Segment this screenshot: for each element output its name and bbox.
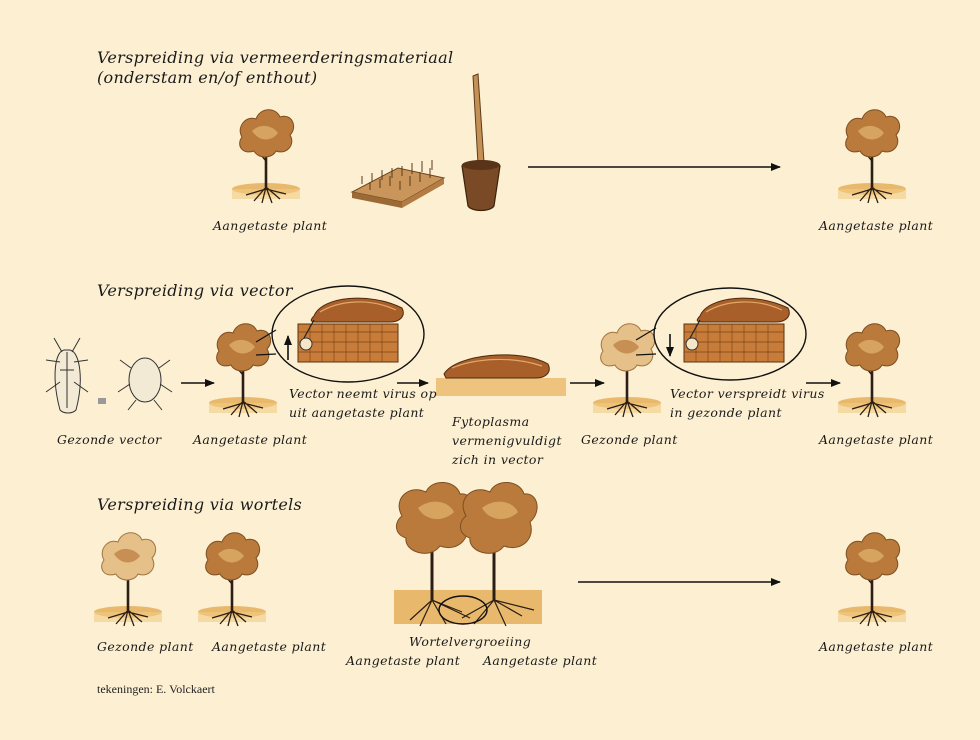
result-plant-illustration-2 [836, 322, 908, 419]
vector-result-label: Aangetaste plant [819, 432, 934, 447]
roots-heading: Verspreiding via wortels [97, 495, 303, 514]
root-graft-illustration [394, 482, 542, 627]
seedling-tray-illustration [350, 160, 446, 208]
multiply-caption: Fytoplasma vermenigvuldigt zich in vecto… [452, 412, 562, 469]
vector-infected-plant-label: Aangetaste plant [193, 432, 308, 447]
healthy-plant-illustration [591, 322, 663, 419]
section-vector-art [45, 285, 908, 419]
roots-healthy-plant-label: Gezonde plant [97, 639, 194, 654]
infected-plant-illustration [230, 108, 302, 205]
healthy-vector-label: Gezonde vector [57, 432, 162, 447]
spread-caption-line1: Vector verspreidt virus [670, 386, 825, 401]
leafhopper-illustration [45, 337, 89, 414]
roots-infected-plant-label: Aangetaste plant [212, 639, 327, 654]
healthy-plant-illustration-2 [92, 531, 164, 628]
multiply-caption-line2: vermenigvuldigt [452, 433, 562, 448]
section-propagation-art [230, 73, 908, 212]
infected-vector-illustration [436, 354, 566, 396]
illustration-credit: tekeningen: E. Volckaert [97, 682, 215, 696]
multiply-caption-line1: Fytoplasma [452, 414, 530, 429]
infected-plant-illustration-3 [196, 531, 268, 628]
root-graft-caption: Wortelvergroeiing [409, 634, 532, 649]
propagation-source-label: Aangetaste plant [213, 218, 328, 233]
uptake-caption: Vector neemt virus op uit aangetaste pla… [289, 384, 437, 422]
spread-caption: Vector verspreidt virus in gezonde plant [670, 384, 825, 422]
spread-caption-line2: in gezonde plant [670, 405, 782, 420]
nymph-illustration [117, 357, 173, 411]
uptake-caption-line2: uit aangetaste plant [289, 405, 425, 420]
section-roots-art [92, 482, 908, 628]
egg-illustration [98, 398, 106, 404]
infected-plant-illustration-2 [207, 322, 279, 419]
result-plant-illustration-3 [836, 531, 908, 628]
roots-result-label: Aangetaste plant [819, 639, 934, 654]
vector-heading: Verspreiding via vector [97, 281, 293, 300]
propagation-heading: Verspreiding via vermeerderingsmateriaal… [97, 48, 453, 88]
roots-pair-right-label: Aangetaste plant [483, 653, 598, 668]
propagation-heading-line1: Verspreiding via vermeerderingsmateriaal [97, 48, 454, 67]
potted-rootstock-illustration [461, 73, 501, 212]
graft-circle [438, 595, 488, 625]
result-plant-illustration [836, 108, 908, 205]
vector-healthy-plant-label: Gezonde plant [581, 432, 678, 447]
roots-pair-left-label: Aangetaste plant [346, 653, 461, 668]
propagation-result-label: Aangetaste plant [819, 218, 934, 233]
uptake-caption-line1: Vector neemt virus op [289, 386, 437, 401]
multiply-caption-line3: zich in vector [452, 452, 544, 467]
propagation-heading-line2: (onderstam en/of enthout) [97, 68, 318, 87]
